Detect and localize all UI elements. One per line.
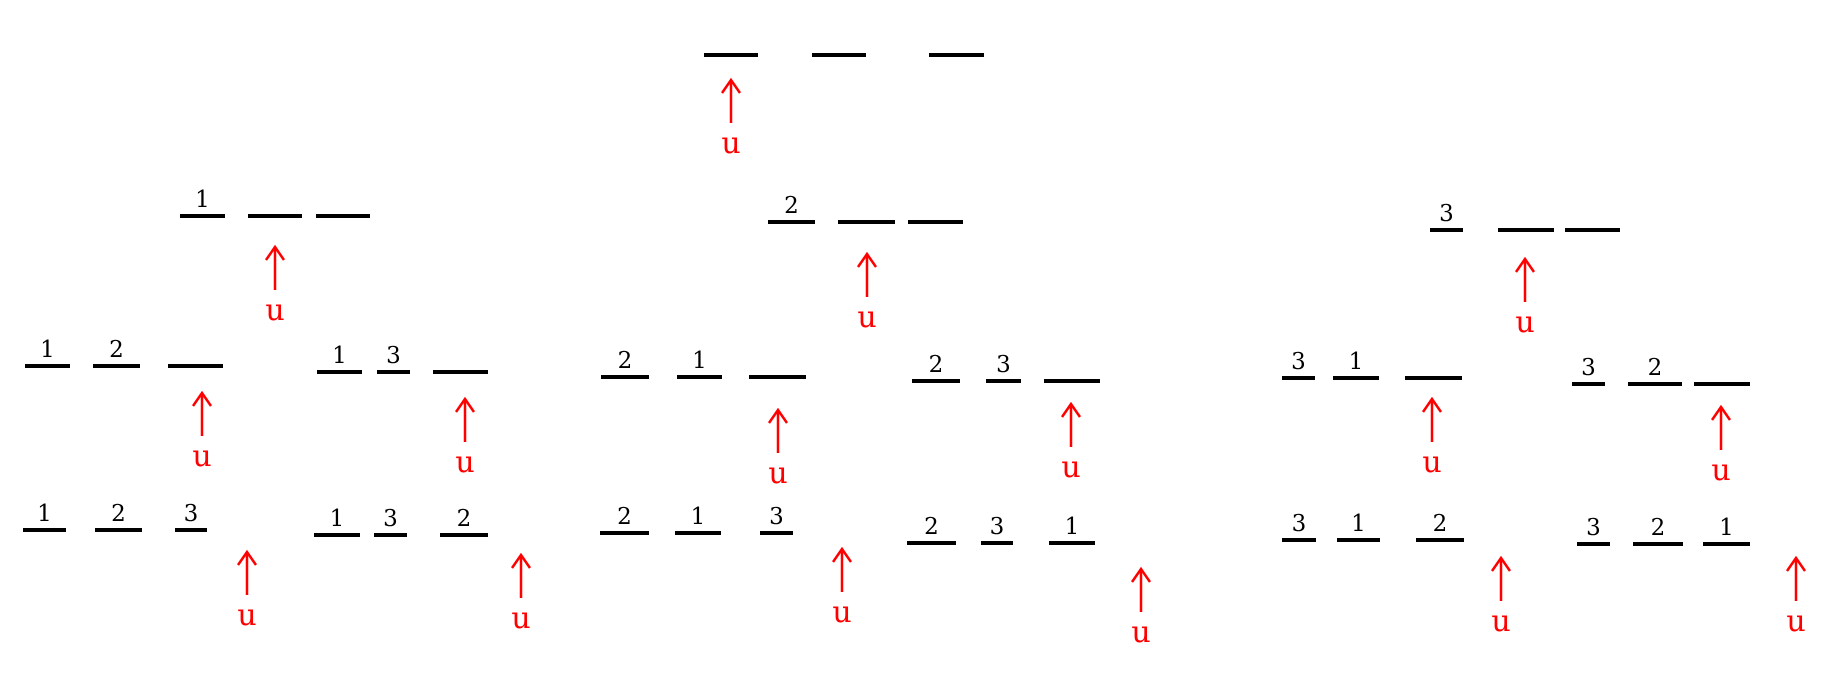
pointer-arrow-icon	[1490, 555, 1512, 601]
pointer-arrow-icon	[720, 77, 742, 123]
pointer-arrow-icon	[191, 390, 213, 436]
slot-number: 1	[330, 506, 345, 532]
tree-node-n321: 3 2 1 u	[1577, 515, 1807, 639]
tree-node-n32: 3 2 u	[1572, 355, 1750, 488]
slot-number: 2	[924, 514, 939, 540]
slot-number: 3	[1292, 511, 1307, 537]
tree-node-n1: 1u	[180, 187, 370, 328]
pointer-arrow-icon	[1060, 401, 1082, 447]
slot-number: 3	[1291, 349, 1306, 375]
slot-number: 3	[990, 514, 1005, 540]
pointer-label: u	[1515, 305, 1534, 340]
tree-node-n31: 3 1 u	[1282, 349, 1462, 480]
pointer-label: u	[857, 300, 876, 335]
tree-node-n23: 2 3 u	[912, 352, 1100, 485]
tree-node-n12: 1 2 u	[25, 337, 223, 474]
pointer-arrow-icon	[1421, 396, 1443, 442]
slot-number: 1	[195, 187, 210, 213]
slot-number: 2	[929, 352, 944, 378]
pointer-label: u	[511, 601, 530, 636]
pointer-arrow-icon	[831, 546, 853, 592]
slot-number: 2	[111, 501, 126, 527]
tree-node-n21: 2 1 u	[601, 348, 806, 491]
pointer-label: u	[192, 439, 211, 474]
pointer-label: u	[455, 445, 474, 480]
slot-number: 3	[1581, 355, 1596, 381]
tree-node-n3: 3u	[1430, 201, 1620, 340]
slot-number: 1	[1349, 349, 1364, 375]
slot-number: 2	[784, 193, 799, 219]
tree-node-n213: 2 1 3 u	[600, 504, 853, 630]
pointer-label: u	[1491, 604, 1510, 639]
slot-number: 3	[1439, 201, 1454, 227]
pointer-label: u	[768, 456, 787, 491]
pointer-label: u	[1711, 453, 1730, 488]
slot-number: 2	[109, 337, 124, 363]
pointer-arrow-icon	[1514, 256, 1536, 302]
slot-number: 1	[692, 348, 707, 374]
pointer-arrow-icon	[1785, 555, 1807, 601]
tree-node-n132: 1 3 2 u	[314, 506, 532, 636]
pointer-arrow-icon	[856, 251, 878, 297]
slot-number: 2	[618, 348, 633, 374]
slot-number: 2	[617, 504, 632, 530]
pointer-arrow-icon	[510, 552, 532, 598]
tree-node-n2: 2u	[768, 193, 963, 335]
pointer-label: u	[237, 598, 256, 633]
slot-number: 3	[386, 343, 401, 369]
pointer-arrow-icon	[767, 407, 789, 453]
pointer-arrow-icon	[264, 244, 286, 290]
pointer-label: u	[1422, 445, 1441, 480]
tree-node-n123: 1 2 3 u	[23, 501, 258, 633]
pointer-label: u	[832, 595, 851, 630]
slot-number: 3	[769, 504, 784, 530]
pointer-arrow-icon	[454, 396, 476, 442]
tree-node-n231: 2 3 1 u	[907, 514, 1152, 650]
tree-node-n13: 1 3 u	[317, 343, 488, 480]
pointer-label: u	[1061, 450, 1080, 485]
pointer-arrow-icon	[1710, 404, 1732, 450]
slot-number: 1	[37, 501, 52, 527]
slot-number: 1	[1065, 514, 1080, 540]
slot-number: 3	[383, 506, 398, 532]
pointer-label: u	[265, 293, 284, 328]
slot-number: 2	[1648, 355, 1663, 381]
pointer-arrow-icon	[236, 549, 258, 595]
slot-number: 3	[996, 352, 1011, 378]
tree-node-n312: 3 1 2 u	[1282, 511, 1512, 639]
pointer-label: u	[1786, 604, 1805, 639]
slot-number: 1	[332, 343, 347, 369]
pointer-label: u	[721, 126, 740, 161]
slot-number: 2	[1651, 515, 1666, 541]
slot-number: 1	[691, 504, 706, 530]
slot-number: 1	[1719, 515, 1734, 541]
slot-number: 3	[184, 501, 199, 527]
slot-number: 2	[1433, 511, 1448, 537]
pointer-label: u	[1131, 615, 1150, 650]
slot-number: 1	[1351, 511, 1366, 537]
slot-number: 1	[40, 337, 55, 363]
slot-number: 2	[457, 506, 472, 532]
slot-number: 3	[1586, 515, 1601, 541]
pointer-arrow-icon	[1130, 566, 1152, 612]
tree-node-root: u	[704, 53, 984, 161]
